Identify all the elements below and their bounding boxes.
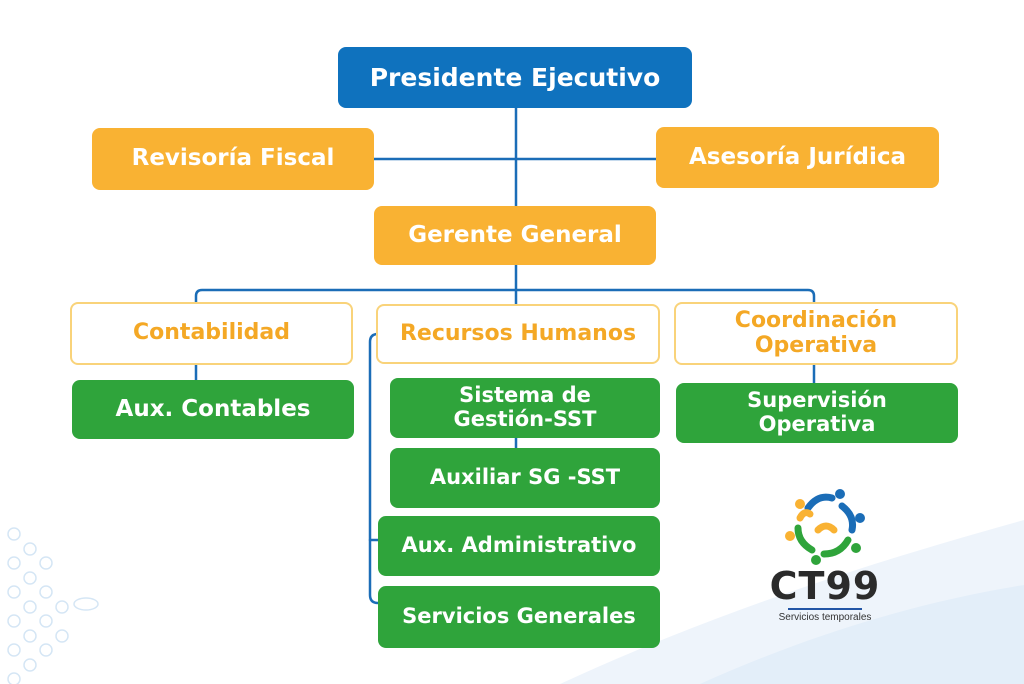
- node-label: Revisoría Fiscal: [131, 145, 335, 172]
- node-presidente-ejecutivo: Presidente Ejecutivo: [338, 47, 692, 108]
- logo-mark-icon: [785, 489, 865, 565]
- node-label: Servicios Generales: [402, 604, 636, 629]
- node-coordinacion-operativa: Coordinación Operativa: [674, 302, 958, 365]
- node-label: Aux. Administrativo: [401, 533, 637, 558]
- node-label: Sistema de Gestión-SST: [453, 383, 597, 431]
- node-label: Gerente General: [408, 221, 622, 248]
- node-label: Aux. Contables: [115, 395, 311, 422]
- node-label: Contabilidad: [133, 320, 290, 346]
- node-supervision-operativa: Supervisión Operativa: [676, 383, 958, 443]
- node-aux-contables: Aux. Contables: [72, 380, 354, 439]
- logo-underline: [788, 608, 862, 610]
- node-label: Auxiliar SG -SST: [429, 465, 621, 490]
- node-label: Asesoría Jurídica: [689, 143, 906, 170]
- node-aux-administrativo: Aux. Administrativo: [378, 516, 660, 576]
- logo-name: CT99: [769, 564, 881, 608]
- node-recursos-humanos: Recursos Humanos: [376, 304, 660, 364]
- node-gerente-general: Gerente General: [374, 206, 656, 265]
- node-label: Coordinación Operativa: [734, 307, 898, 358]
- node-label: Presidente Ejecutivo: [369, 62, 661, 92]
- node-sistema-gestion-sst: Sistema de Gestión-SST: [390, 378, 660, 438]
- node-label: Recursos Humanos: [399, 320, 637, 346]
- node-revisoria-fiscal: Revisoría Fiscal: [92, 128, 374, 190]
- node-servicios-generales: Servicios Generales: [378, 586, 660, 648]
- node-asesoria-juridica: Asesoría Jurídica: [656, 127, 939, 188]
- node-contabilidad: Contabilidad: [70, 302, 353, 365]
- node-auxiliar-sg-sst: Auxiliar SG -SST: [390, 448, 660, 508]
- ct99-logo: CT99 Servicios temporales: [760, 486, 890, 626]
- logo-tagline: Servicios temporales: [778, 612, 872, 623]
- node-label: Supervisión Operativa: [747, 388, 887, 436]
